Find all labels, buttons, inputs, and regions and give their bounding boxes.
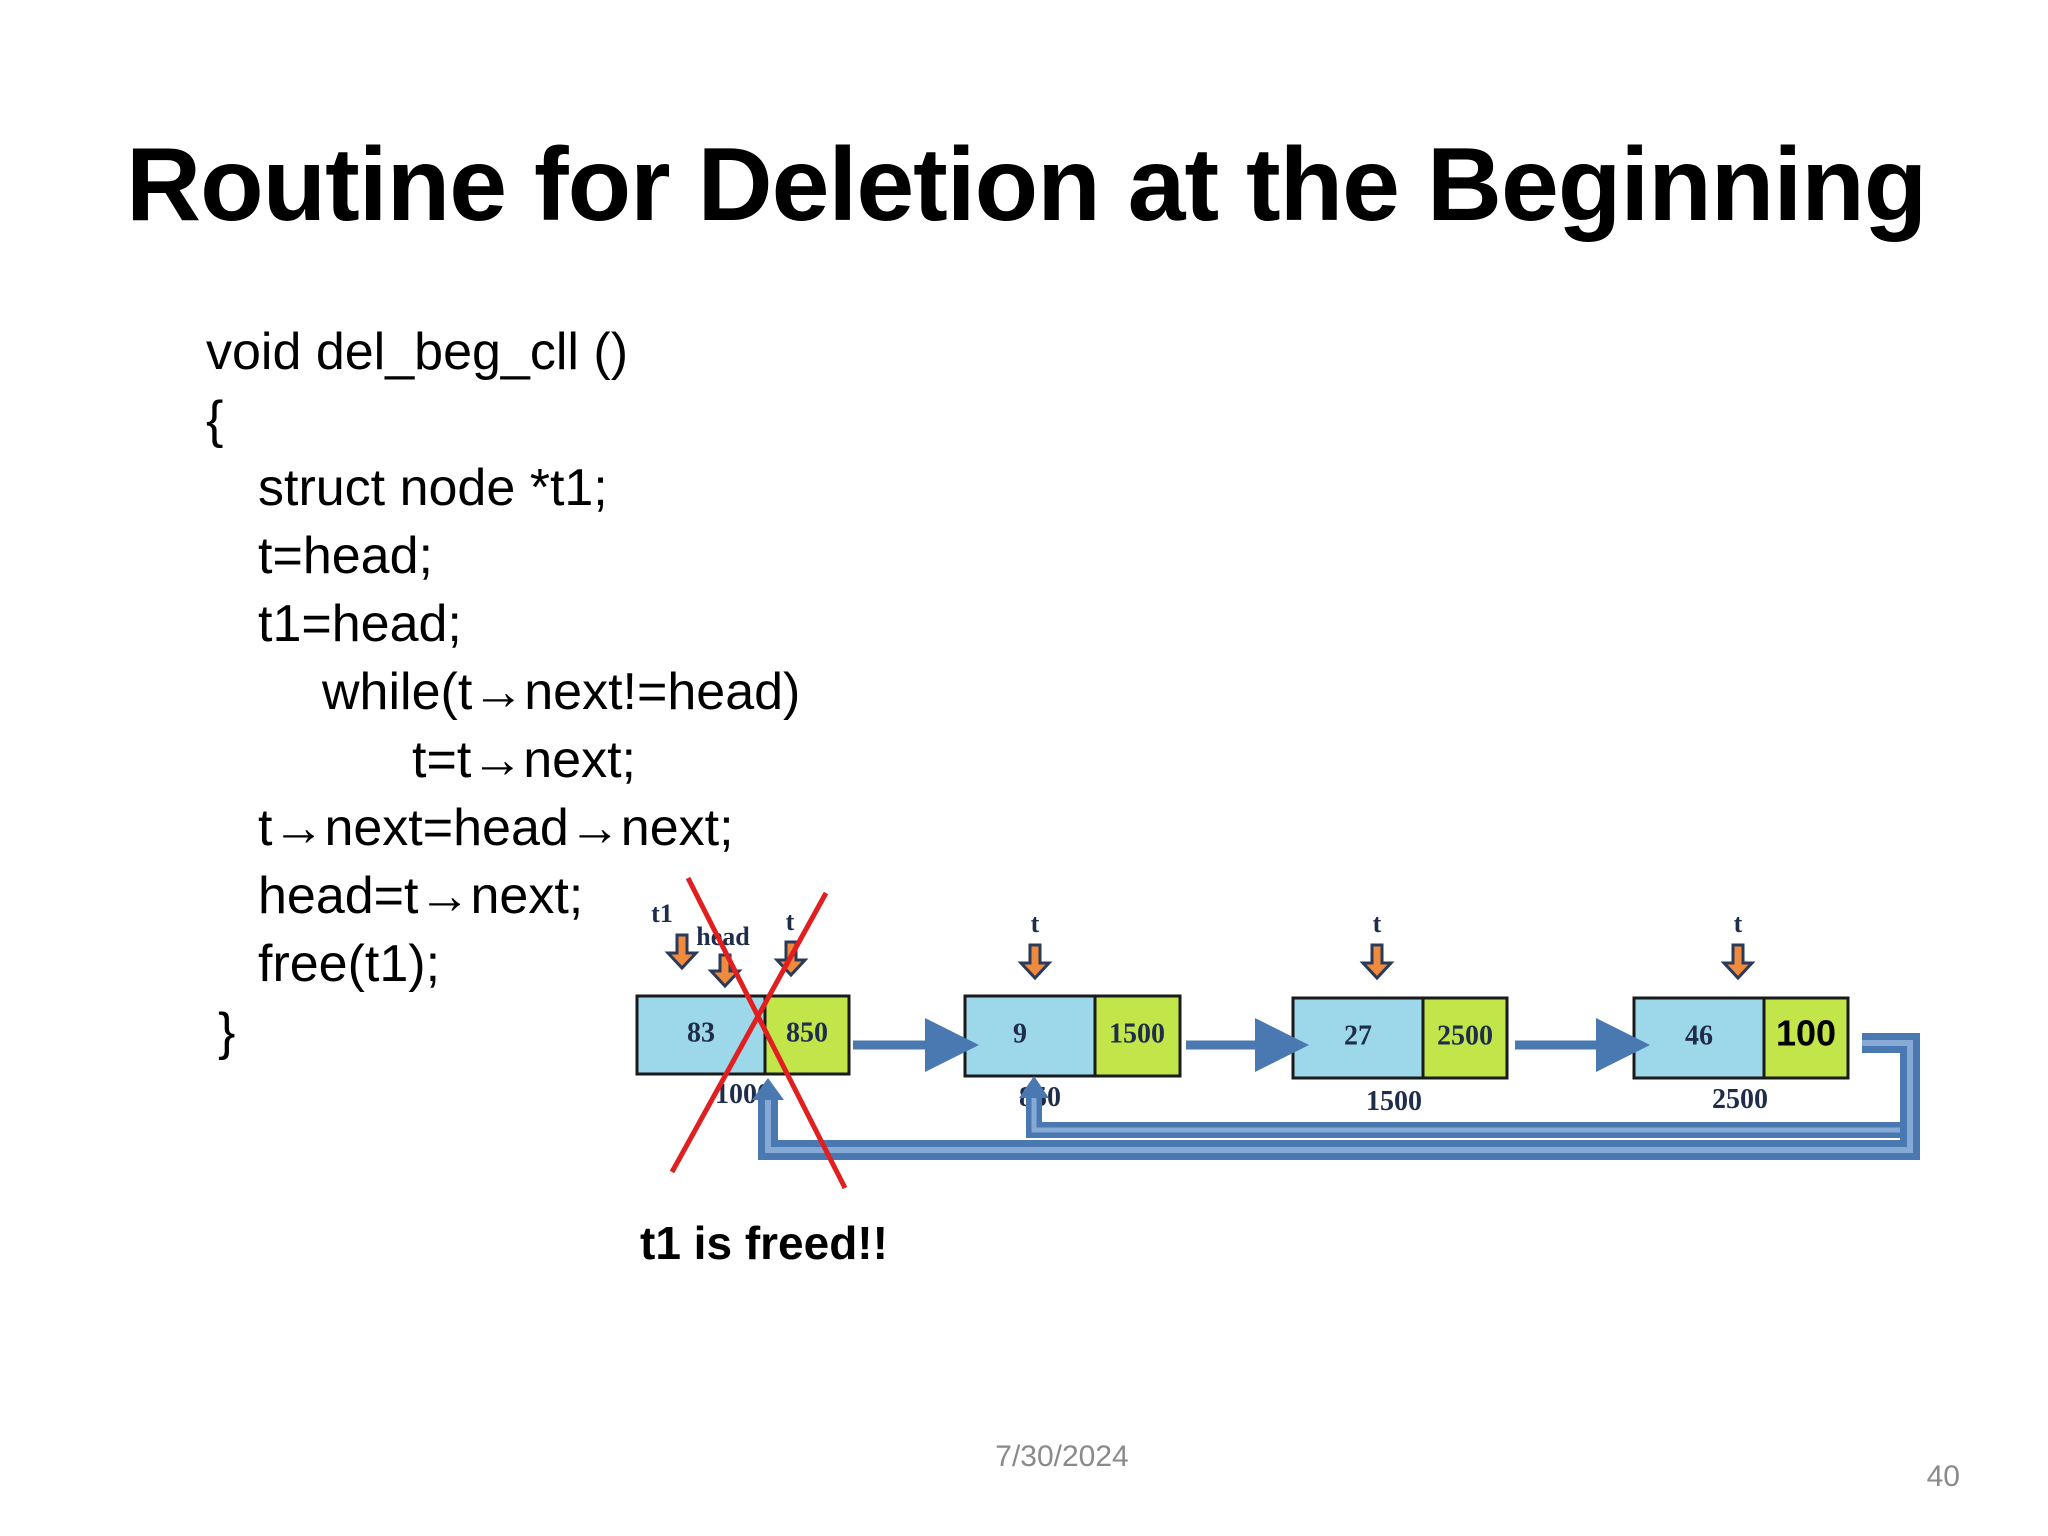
node-next-value: 2500 (1437, 1020, 1493, 1051)
pointer-t-third: t (1359, 909, 1395, 981)
code-line: t1=head; (258, 595, 462, 653)
node-address: 1500 (1366, 1086, 1422, 1117)
code-line: head=t→next; (258, 867, 584, 925)
list-node: 46 100 2500 (1632, 996, 1850, 1115)
node-next-cell (1093, 994, 1182, 1078)
down-arrow-icon (1359, 943, 1395, 981)
node-data-value: 46 (1685, 1020, 1713, 1051)
cross-stroke (685, 876, 848, 1190)
node-data-value: 83 (687, 1017, 715, 1048)
node-next-cell (1421, 996, 1509, 1080)
pointer-label: t (1373, 909, 1382, 938)
circular-link-new-highlight (1031, 1096, 1900, 1133)
pointer-t-fourth: t (1720, 909, 1756, 981)
node-data-cell (635, 994, 767, 1076)
cross-stroke (669, 891, 829, 1174)
node-data-cell (1291, 996, 1425, 1080)
node-data-cell (963, 994, 1097, 1078)
list-node: 83 850 1000 (635, 994, 851, 1110)
code-line: t=head; (258, 527, 433, 585)
pointer-label: t (1734, 909, 1743, 938)
pointer-label: t (786, 907, 795, 936)
node-data-value: 27 (1344, 1020, 1372, 1051)
pointer-label: t (1031, 909, 1040, 938)
circular-link-new (1026, 1096, 1900, 1138)
node-address: 2500 (1712, 1084, 1768, 1115)
code-line: void del_beg_cll () (206, 323, 629, 381)
list-node: 9 1500 850 (963, 994, 1182, 1113)
node-next-value: 1500 (1109, 1018, 1165, 1049)
circular-link-new-head (1019, 1076, 1049, 1098)
down-arrow-icon (664, 933, 700, 971)
code-line: } (218, 1003, 236, 1061)
list-node: 27 2500 1500 (1291, 996, 1509, 1117)
node-next-value: 100 (1776, 1013, 1836, 1054)
down-arrow-icon (1720, 943, 1756, 981)
node-data-cell (1632, 996, 1766, 1080)
pointer-label: t1 (651, 899, 673, 928)
code-line: while(t→next!=head) (322, 663, 801, 721)
pointer-head: head (696, 922, 750, 989)
node-next-cell (1762, 996, 1850, 1080)
down-arrow-icon (1017, 943, 1053, 981)
circular-link-old-head (752, 1078, 784, 1100)
node-data-value: 9 (1013, 1018, 1027, 1049)
slide-number: 40 (1926, 1460, 1960, 1493)
pointer-t1: t1 (651, 899, 700, 971)
circular-link-old-highlight (765, 1040, 1913, 1153)
freed-caption: t1 is freed!! (640, 1217, 888, 1269)
code-line: struct node *t1; (258, 459, 608, 517)
code-line: free(t1); (258, 935, 441, 993)
code-line: t=t→next; (412, 731, 636, 789)
code-line: t→next=head→next; (258, 799, 734, 857)
deleted-cross-icon (669, 876, 848, 1190)
code-line: { (206, 391, 224, 449)
node-next-value: 850 (786, 1017, 828, 1048)
slide-date: 7/30/2024 (995, 1440, 1129, 1473)
slide-title: Routine for Deletion at the Beginning (126, 127, 1927, 243)
pointer-t-second: t (1017, 909, 1053, 981)
